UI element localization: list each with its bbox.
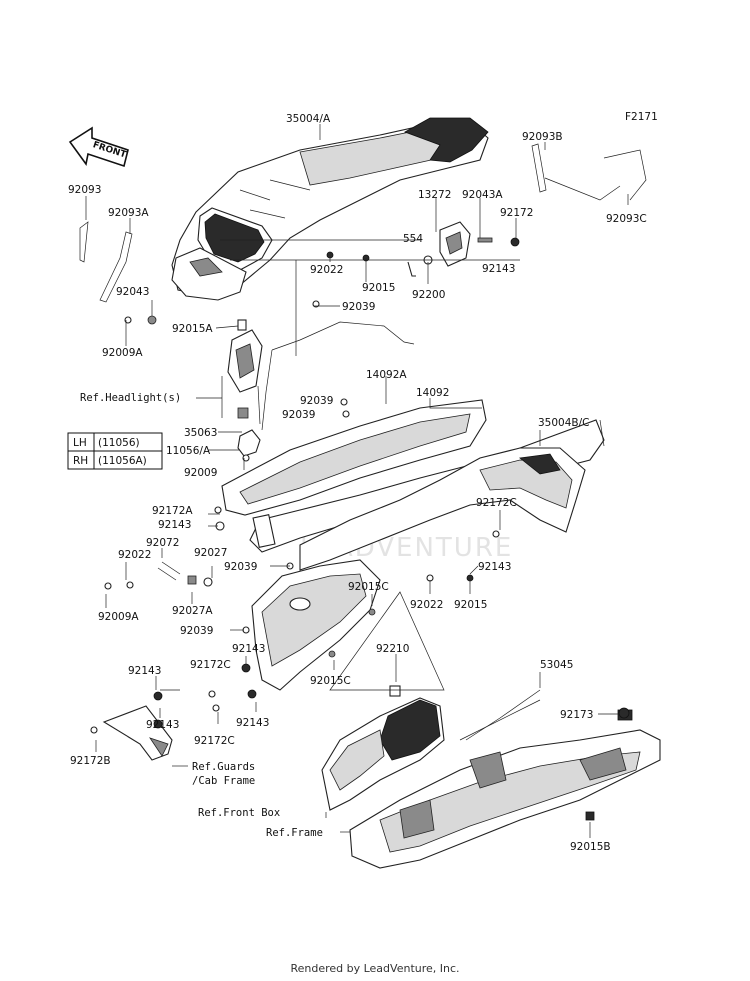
part-label[interactable]: 92043A <box>462 189 503 201</box>
front-box-guard <box>321 685 445 811</box>
part-label[interactable]: 92015A <box>172 323 213 335</box>
part-label[interactable]: 92027 <box>194 547 227 559</box>
guard-bracket-left <box>102 705 173 761</box>
part-label[interactable]: 554 <box>403 233 423 245</box>
part-label[interactable]: 92200 <box>412 289 445 301</box>
part-label[interactable]: 92039 <box>282 409 315 421</box>
part-label[interactable]: 92039 <box>224 561 257 573</box>
part-label[interactable]: 92015B <box>570 841 611 853</box>
table-part-lh: (11056) <box>98 437 140 449</box>
part-label[interactable]: 35004B/C <box>538 417 589 429</box>
part-label[interactable]: 14092 <box>416 387 449 399</box>
part-label[interactable]: 92093 <box>68 184 101 196</box>
fasteners <box>90 251 500 734</box>
part-label[interactable]: 92172C <box>476 497 517 509</box>
part-label[interactable]: 92143 <box>232 643 265 655</box>
part-label[interactable]: 13272 <box>418 189 451 201</box>
top-cover-panel <box>171 117 489 301</box>
lower-guard-panel <box>251 559 381 691</box>
part-label[interactable]: 92022 <box>118 549 151 561</box>
wire-rod <box>261 321 415 431</box>
part-label[interactable]: 92172 <box>500 207 533 219</box>
part-label[interactable]: 92022 <box>410 599 443 611</box>
part-label[interactable]: 92009A <box>102 347 143 359</box>
ref-cab-frame-label[interactable]: /Cab Frame <box>192 775 255 787</box>
part-label[interactable]: 92093A <box>108 207 149 219</box>
part-label[interactable]: 92143 <box>128 665 161 677</box>
part-label[interactable]: 92143 <box>236 717 269 729</box>
part-label[interactable]: 92143 <box>478 561 511 573</box>
part-label[interactable]: 92009A <box>98 611 139 623</box>
part-label[interactable]: 11056/A <box>166 445 211 457</box>
part-label[interactable]: 92015 <box>362 282 395 294</box>
part-label[interactable]: 92039 <box>300 395 333 407</box>
part-label[interactable]: 92015 <box>454 599 487 611</box>
part-label[interactable]: 92173 <box>560 709 593 721</box>
headlight-bracket <box>227 319 263 457</box>
part-label[interactable]: 92143 <box>482 263 515 275</box>
part-label[interactable]: 92027A <box>172 605 213 617</box>
part-label[interactable]: 92039 <box>342 301 375 313</box>
ref-headlight-label[interactable]: Ref.Headlight(s) <box>80 392 181 404</box>
part-label[interactable]: 92043 <box>116 286 149 298</box>
part-label[interactable]: 92072 <box>146 537 179 549</box>
footer-credit: Rendered by LeadVenture, Inc. <box>290 962 460 975</box>
part-label[interactable]: 14092A <box>366 369 407 381</box>
cable-53045 <box>465 689 630 741</box>
ref-guards-label[interactable]: Ref.Guards <box>192 761 255 773</box>
vehicle-frame <box>349 699 661 869</box>
left-bracket-92072 <box>157 561 213 587</box>
table-side-lh: LH <box>73 437 87 449</box>
part-label[interactable]: 92015C <box>310 675 351 687</box>
front-arrow-icon: FRONT <box>68 126 129 168</box>
part-label[interactable]: 53045 <box>540 659 573 671</box>
front-fender-35004BC <box>299 447 586 571</box>
part-label[interactable]: 92210 <box>376 643 409 655</box>
diagram-id: F2171 <box>625 111 658 123</box>
leader-lines <box>85 124 629 838</box>
part-label[interactable]: 92009 <box>184 467 217 479</box>
part-label[interactable]: 92093C <box>606 213 647 225</box>
part-label[interactable]: 92022 <box>310 264 343 276</box>
part-label[interactable]: 92093B <box>522 131 563 143</box>
part-label[interactable]: 92015C <box>348 581 389 593</box>
part-label[interactable]: 92039 <box>180 625 213 637</box>
part-label[interactable]: 92143 <box>146 719 179 731</box>
table-part-rh: (11056A) <box>98 455 147 467</box>
weather-strip-seals <box>79 143 647 303</box>
part-label[interactable]: 92172A <box>152 505 193 517</box>
part-label[interactable]: 35063 <box>184 427 217 439</box>
ref-front-box-label[interactable]: Ref.Front Box <box>198 807 280 819</box>
part-label[interactable]: 92172C <box>190 659 231 671</box>
part-label[interactable]: 35004/A <box>286 113 331 125</box>
part-label[interactable]: 92172C <box>194 735 235 747</box>
part-label[interactable]: 92172B <box>70 755 111 767</box>
side-table: LH (11056) RH (11056A) <box>67 432 163 470</box>
ref-frame-label[interactable]: Ref.Frame <box>266 827 323 839</box>
table-side-rh: RH <box>73 455 88 467</box>
part-label[interactable]: 92143 <box>158 519 191 531</box>
